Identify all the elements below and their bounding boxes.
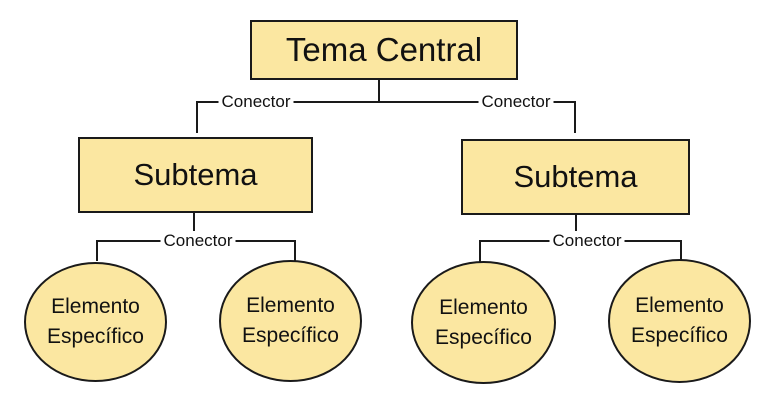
central-topic-box: Tema Central — [250, 20, 518, 80]
element-line2: Específico — [435, 325, 532, 349]
element-line1: Elemento — [439, 295, 528, 319]
subtopic-box-left: Subtema — [78, 137, 313, 213]
top-connector-line — [196, 80, 576, 133]
element-line2: Específico — [47, 325, 144, 348]
subtopic-label-left: Subtema — [133, 157, 258, 192]
connector-label-top-left: Conector — [218, 92, 294, 112]
connector-label-right: Conector — [549, 231, 625, 251]
subtopic-label-right: Subtema — [513, 159, 638, 194]
specific-element-4: Elemento Específico — [608, 259, 751, 383]
specific-element-3: Elemento Específico — [411, 261, 556, 384]
element-line2: Específico — [631, 324, 728, 347]
element-line1: Elemento — [51, 295, 140, 318]
element-line2: Específico — [242, 324, 339, 347]
connector-label-left: Conector — [160, 231, 236, 251]
element-line1: Elemento — [635, 294, 724, 317]
element-line1: Elemento — [246, 294, 335, 317]
connector-label-top-right: Conector — [478, 92, 554, 112]
central-topic-label: Tema Central — [285, 31, 483, 68]
specific-element-1: Elemento Específico — [24, 262, 167, 382]
specific-element-2: Elemento Específico — [219, 260, 362, 382]
subtopic-box-right: Subtema — [461, 139, 690, 215]
